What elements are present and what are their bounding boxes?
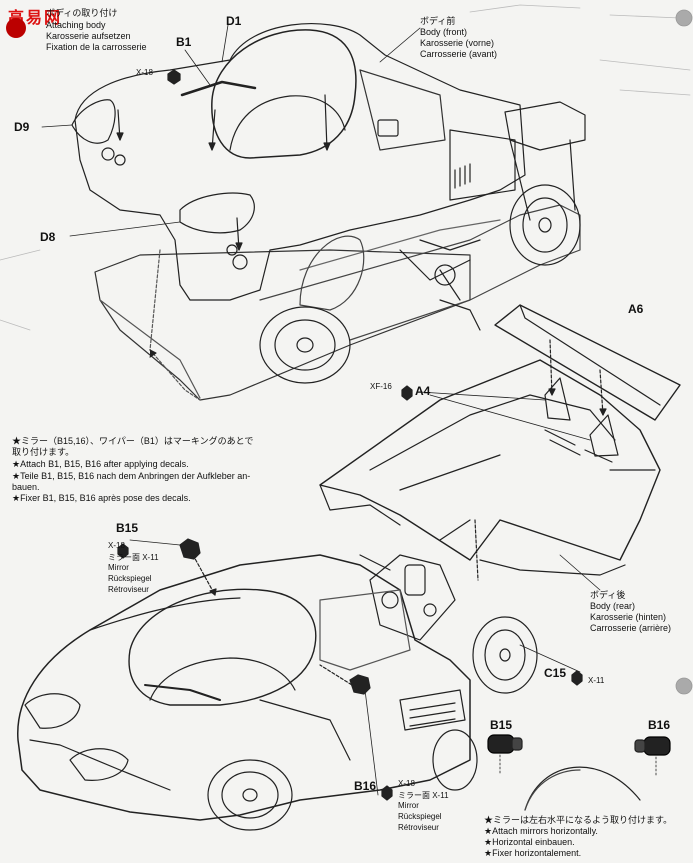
body-rear-de: Karosserie (hinten) [590,612,667,622]
step-circle-icon [6,18,26,38]
watermark-logo: 高易网 [4,4,76,38]
mirror-left-de: Rückspiegel [108,574,152,583]
mirror-detail [487,734,671,811]
body-rear-en: Body (rear) [590,601,636,611]
mirror-right-face: ミラー面 X-11 [398,791,449,800]
part-a6-label: A6 [628,302,644,316]
mirror-left-en: Mirror [108,563,129,572]
part-a4-label: A4 [415,384,431,398]
mirror-right-x18: X-18 [398,779,415,788]
note-decals-en: ★Attach B1, B15, B16 after applying deca… [12,459,189,469]
part-b1-label: B1 [176,35,192,49]
body-front-de: Karosserie (vorne) [420,38,495,48]
note-mirrors-jp: ★ミラーは左右水平になるよう取り付けます。 [484,815,673,825]
body-front-fr: Carrosserie (avant) [420,49,498,59]
mirror-detail-b16: B16 [648,718,671,732]
note-decals-de2: bauen. [12,482,40,492]
xf16-label: XF-16 [370,382,392,391]
note-decals-de1: ★Teile B1, B15, B16 nach dem Anbringen d… [12,471,251,481]
rear-body-assembly [319,304,681,694]
note-mirrors-fr: ★Fixer horizontalement. [484,848,582,858]
title-en: Attaching body [46,20,106,30]
x18-top-label: X-18 [136,68,153,77]
x11-label: X-11 [588,676,605,685]
part-c15-label: C15 [544,666,567,680]
part-d8-label: D8 [40,230,56,244]
part-b15-label: B15 [116,521,139,535]
body-front-en: Body (front) [420,27,468,37]
note-decals-jp1: ★ミラー（B15,16）、ワイパー（B1）はマーキングのあとで [12,436,254,446]
note-decals-jp2: 取り付けます。 [12,447,75,457]
note-mirrors-en: ★Attach mirrors horizontally. [484,826,598,836]
mirror-detail-b15: B15 [490,718,513,732]
title-fr: Fixation de la carrosserie [46,42,147,52]
note-decals-fr: ★Fixer B1, B15, B16 après pose des decal… [12,493,191,503]
body-front-jp: ボディ前 [420,16,456,26]
mirror-right-en: Mirror [398,801,419,810]
body-rear-jp: ボディ後 [590,590,626,600]
note-mirrors-de: ★Horizontal einbauen. [484,837,575,847]
mirror-right-fr: Rétroviseur [398,823,439,832]
assembled-car [17,538,478,831]
mirror-right-de: Rückspiegel [398,812,442,821]
title-jp: ボディの取り付け [46,8,118,18]
part-d9-label: D9 [14,120,30,134]
part-b16-label: B16 [354,779,377,793]
mirror-left-face: ミラー面 X-11 [108,553,159,562]
part-d1-label: D1 [226,14,242,28]
mirror-left-fr: Rétroviseur [108,585,149,594]
body-rear-fr: Carrosserie (arrière) [590,623,672,633]
mirror-left-x18: X-18 [108,541,125,550]
top-car-assembly [0,4,691,401]
title-de: Karosserie aufsetzen [46,31,131,41]
